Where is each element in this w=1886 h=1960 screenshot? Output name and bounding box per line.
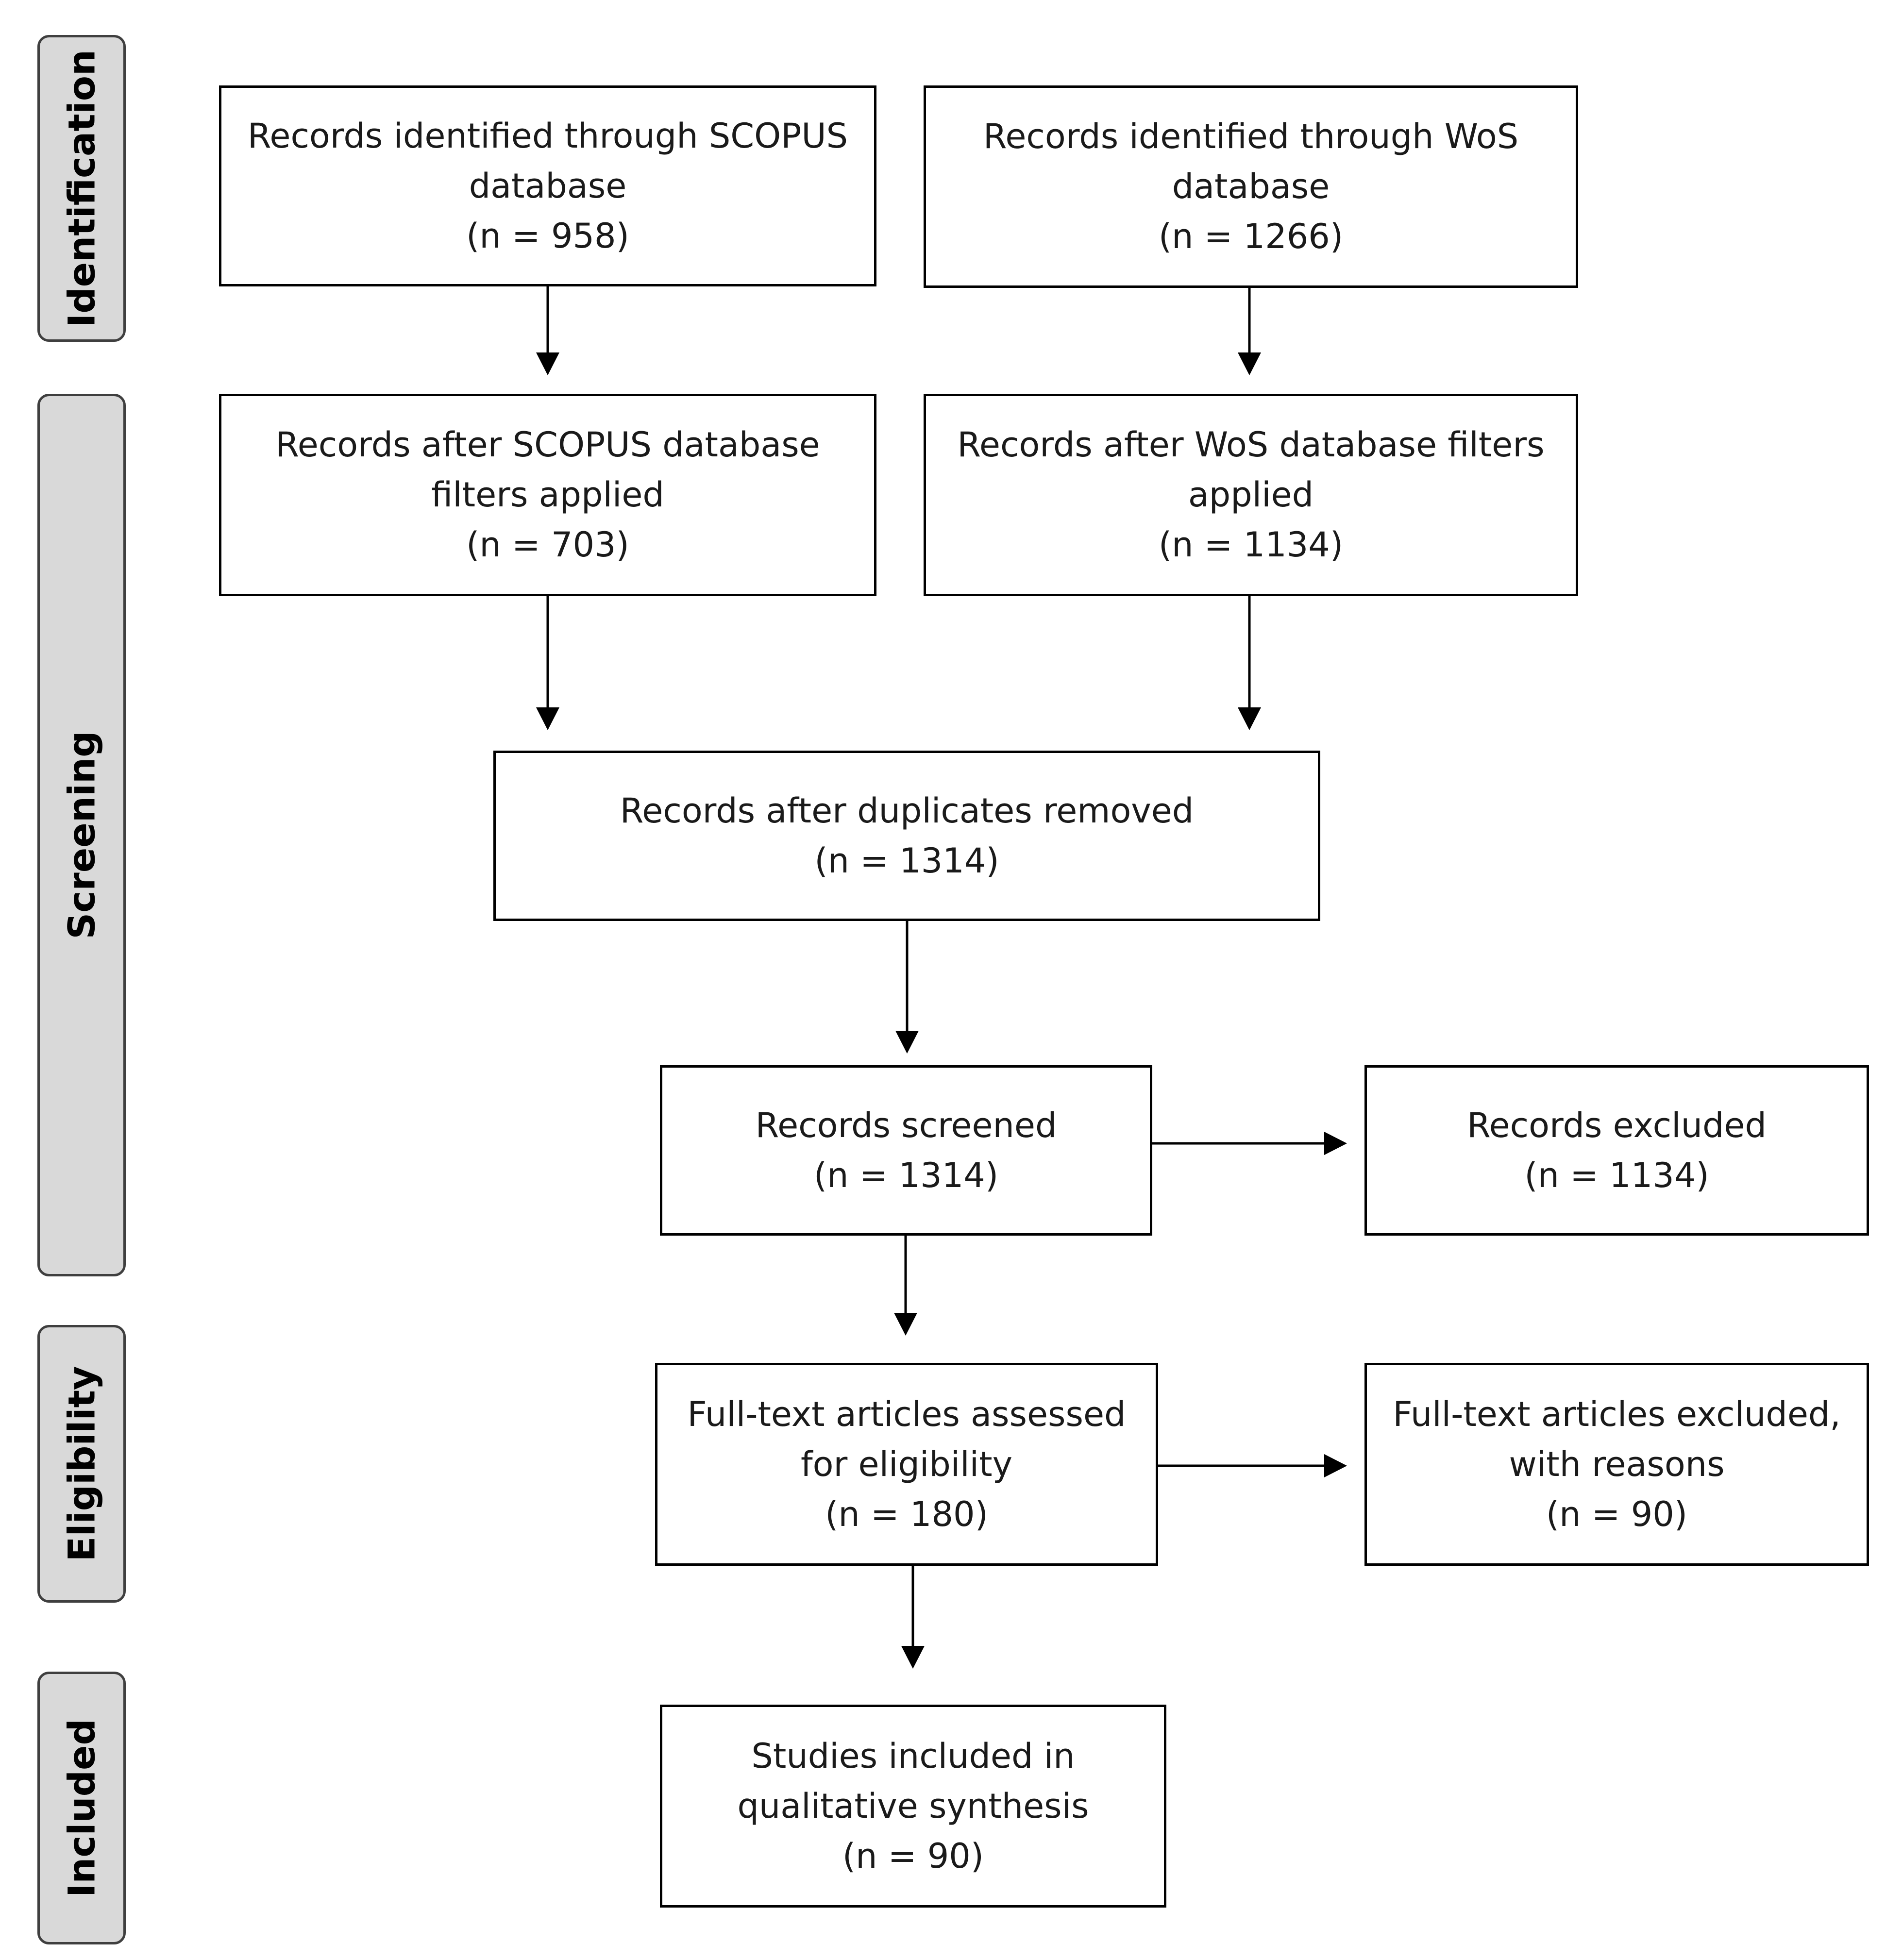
box-text-line: database	[1172, 167, 1330, 206]
stage-screening: Screening	[37, 394, 126, 1276]
box-text-line: Full-text articles excluded,	[1393, 1394, 1841, 1434]
box-wos-identified: Records identified through WoS database …	[924, 85, 1578, 288]
arrowhead	[1324, 1132, 1347, 1155]
box-fulltext-excluded: Full-text articles excluded, with reason…	[1364, 1363, 1869, 1566]
arrowhead	[1324, 1454, 1347, 1477]
box-text-line: qualitative synthesis	[737, 1786, 1089, 1826]
box-count: (n = 1314)	[814, 840, 999, 881]
box-scopus-identified: Records identified through SCOPUS databa…	[219, 85, 876, 286]
box-duplicates-removed: Records after duplicates removed (n = 13…	[493, 751, 1320, 921]
box-scopus-filtered: Records after SCOPUS database filters ap…	[219, 394, 876, 596]
box-fulltext-assessed: Full-text articles assessed for eligibil…	[655, 1363, 1158, 1566]
box-count: (n = 1266)	[1158, 217, 1344, 256]
box-text-line: database	[469, 166, 627, 206]
box-count: (n = 703)	[466, 525, 629, 565]
box-count: (n = 1134)	[1158, 525, 1344, 565]
arrowhead	[894, 1313, 917, 1336]
arrowhead	[1238, 352, 1261, 375]
arrowhead	[536, 352, 559, 375]
box-text-line: applied	[1188, 475, 1314, 515]
box-count: (n = 958)	[466, 216, 629, 256]
box-records-screened: Records screened (n = 1314)	[660, 1065, 1152, 1236]
box-text-line: Records excluded	[1467, 1105, 1767, 1145]
stage-identification: Identification	[37, 35, 126, 342]
arrowhead	[895, 1031, 919, 1054]
stage-included: Included	[37, 1672, 126, 1944]
box-count: (n = 90)	[1546, 1494, 1688, 1534]
box-wos-filtered: Records after WoS database filters appli…	[924, 394, 1578, 596]
box-text-line: Records after SCOPUS database	[275, 425, 820, 465]
box-text-line: filters applied	[431, 475, 664, 515]
arrowhead	[536, 707, 559, 730]
box-count: (n = 1134)	[1524, 1155, 1709, 1195]
box-text-line: Records screened	[755, 1105, 1057, 1145]
box-records-excluded: Records excluded (n = 1134)	[1364, 1065, 1869, 1236]
arrowhead	[901, 1646, 925, 1669]
box-count: (n = 180)	[825, 1494, 988, 1534]
box-studies-included: Studies included in qualitative synthesi…	[660, 1705, 1166, 1908]
box-text-line: Records identified through WoS	[983, 117, 1519, 156]
box-text-line: Full-text articles assessed	[687, 1394, 1126, 1434]
stage-eligibility: Eligibility	[37, 1325, 126, 1603]
box-text-line: Records after WoS database filters	[957, 425, 1545, 465]
box-text-line: with reasons	[1509, 1444, 1725, 1484]
box-text-line: Studies included in	[751, 1736, 1075, 1776]
box-text-line: for eligibility	[801, 1444, 1012, 1484]
box-count: (n = 1314)	[813, 1155, 999, 1195]
box-text-line: Records identified through SCOPUS	[247, 116, 848, 156]
box-count: (n = 90)	[842, 1836, 984, 1876]
box-text-line: Records after duplicates removed	[620, 790, 1194, 831]
arrowhead	[1238, 707, 1261, 730]
